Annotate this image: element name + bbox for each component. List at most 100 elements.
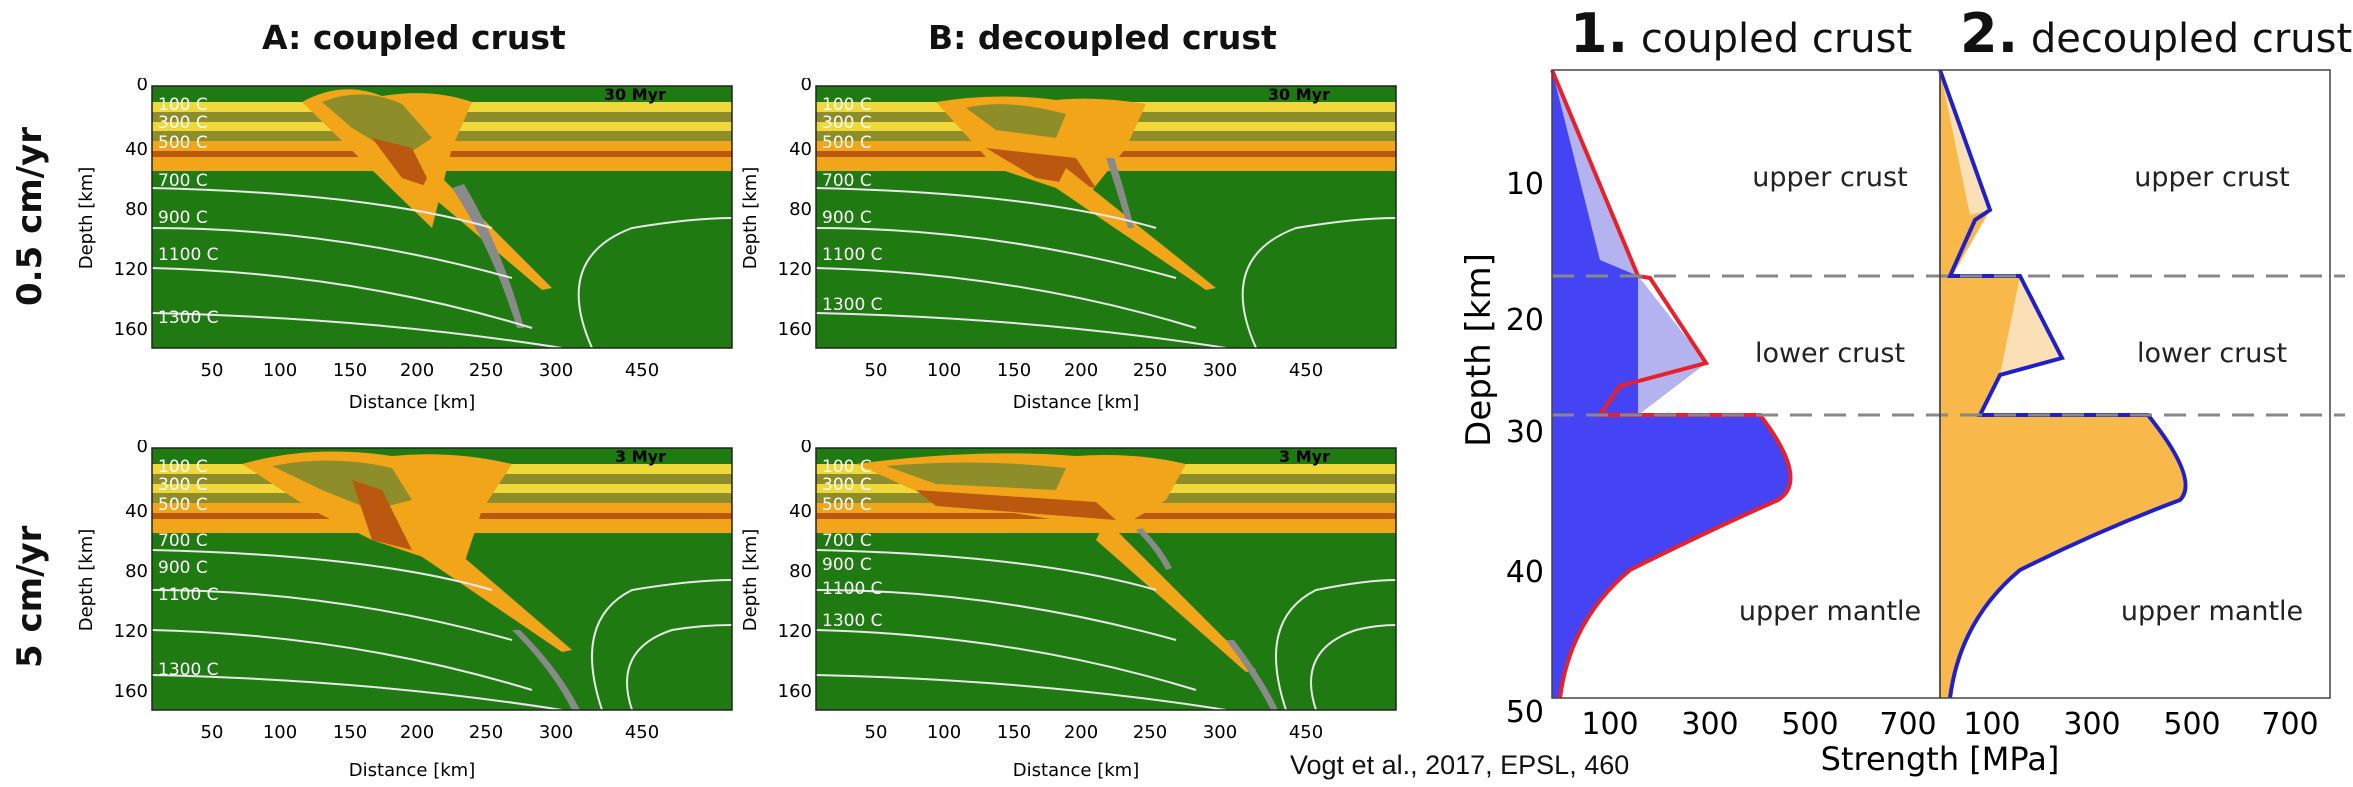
panel-coupled-slow: 30 Myr 100 C 300 C 500 C 700 C 900 C 110… xyxy=(76,78,733,413)
x-tick: 100 xyxy=(1963,707,2020,742)
y-tick: 0 xyxy=(801,440,812,457)
x-tick: 700 xyxy=(1879,707,1936,742)
x-axis-label: Distance [km] xyxy=(1013,392,1139,413)
y-axis-label: Depth [km] xyxy=(76,529,97,632)
citation: Vogt et al., 2017, EPSL, 460 xyxy=(1290,750,1630,780)
y-tick: 160 xyxy=(778,681,812,702)
isotherm-label: 100 C xyxy=(158,95,208,115)
y-tick: 30 xyxy=(1506,415,1544,450)
isotherm-label: 900 C xyxy=(822,555,872,575)
x-tick: 300 xyxy=(2063,707,2120,742)
y-tick: 80 xyxy=(125,561,148,582)
y-tick: 0 xyxy=(137,440,148,457)
x-tick: 50 xyxy=(201,360,224,381)
strength-title-decoupled: 2. decoupled crust xyxy=(1960,2,2352,65)
row-label-slow: 0.5 cm/yr xyxy=(10,127,50,306)
isotherm-label: 500 C xyxy=(158,495,208,515)
strength-title-coupled: 1. coupled crust xyxy=(1570,2,1912,65)
layer-label: upper mantle xyxy=(1739,596,1921,627)
layer-label: lower crust xyxy=(1755,338,1905,369)
title-number: 1. xyxy=(1570,2,1629,65)
y-tick: 120 xyxy=(114,259,148,280)
isotherm-label: 300 C xyxy=(158,113,208,133)
isotherm-label: 900 C xyxy=(158,208,208,228)
column-title-coupled: A: coupled crust xyxy=(262,18,566,57)
isotherm-label: 1100 C xyxy=(822,579,883,599)
x-tick: 450 xyxy=(625,722,659,743)
title-text: coupled crust xyxy=(1640,16,1913,62)
isotherm-label: 700 C xyxy=(822,531,872,551)
x-tick: 50 xyxy=(201,722,224,743)
x-tick: 150 xyxy=(997,360,1031,381)
panel-coupled-fast: 3 Myr 100 C 300 C 500 C 700 C 900 C 1100… xyxy=(76,440,733,780)
isotherm-label: 1300 C xyxy=(822,611,883,631)
isotherm-label: 900 C xyxy=(822,208,872,228)
x-tick: 300 xyxy=(1681,707,1738,742)
isotherm-label: 1100 C xyxy=(158,245,219,265)
isotherm-label: 700 C xyxy=(158,531,208,551)
y-axis-label: Depth [km] xyxy=(740,167,761,270)
x-tick: 250 xyxy=(469,722,503,743)
x-tick: 200 xyxy=(1064,360,1098,381)
panel-decoupled-fast: 3 Myr 100 C 300 C 500 C 700 C 900 C 1100… xyxy=(740,440,1397,780)
x-tick: 100 xyxy=(263,722,297,743)
x-axis-label: Distance [km] xyxy=(349,392,475,413)
y-tick: 50 xyxy=(1506,695,1544,730)
y-tick: 40 xyxy=(789,139,812,160)
x-tick: 700 xyxy=(2261,707,2318,742)
y-tick: 160 xyxy=(778,319,812,340)
time-label: 30 Myr xyxy=(1268,85,1330,104)
time-label: 3 Myr xyxy=(1279,447,1330,466)
y-tick: 0 xyxy=(137,78,148,95)
x-tick: 150 xyxy=(997,722,1031,743)
isotherm-label: 100 C xyxy=(822,457,872,477)
x-tick: 50 xyxy=(865,722,888,743)
y-tick: 80 xyxy=(789,561,812,582)
y-tick: 20 xyxy=(1506,303,1544,338)
x-tick: 100 xyxy=(927,360,961,381)
x-tick: 200 xyxy=(1064,722,1098,743)
row-label-fast: 5 cm/yr xyxy=(10,525,50,668)
x-tick: 100 xyxy=(927,722,961,743)
isotherm-label: 100 C xyxy=(158,457,208,477)
isotherm-label: 300 C xyxy=(158,475,208,495)
y-tick: 80 xyxy=(789,199,812,220)
x-axis-label: Strength [MPa] xyxy=(1821,740,2060,778)
x-axis-label: Distance [km] xyxy=(1013,760,1139,780)
isotherm-label: 1100 C xyxy=(822,245,883,265)
y-tick: 120 xyxy=(778,621,812,642)
x-tick: 250 xyxy=(1133,722,1167,743)
strength-profiles: upper crust lower crust upper mantle upp… xyxy=(1460,69,2345,778)
isotherm-label: 500 C xyxy=(822,495,872,515)
isotherm-label: 500 C xyxy=(158,133,208,153)
isotherm-label: 1300 C xyxy=(822,295,883,315)
y-tick: 120 xyxy=(778,259,812,280)
panel-decoupled-slow: 30 Myr 100 C 300 C 500 C 700 C 900 C 110… xyxy=(740,78,1397,413)
x-tick: 200 xyxy=(400,722,434,743)
y-tick: 160 xyxy=(114,319,148,340)
y-tick: 10 xyxy=(1506,167,1544,202)
x-tick: 300 xyxy=(539,722,573,743)
y-axis-label: Depth [km] xyxy=(1460,253,1499,447)
isotherm-label: 700 C xyxy=(158,171,208,191)
x-tick: 100 xyxy=(1581,707,1638,742)
layer-label: upper mantle xyxy=(2121,596,2303,627)
x-axis-label: Distance [km] xyxy=(349,760,475,780)
x-tick: 450 xyxy=(625,360,659,381)
x-tick: 300 xyxy=(539,360,573,381)
y-tick: 40 xyxy=(1506,555,1544,590)
x-tick: 150 xyxy=(333,722,367,743)
x-tick: 300 xyxy=(1203,722,1237,743)
x-tick: 250 xyxy=(1133,360,1167,381)
isotherm-label: 900 C xyxy=(158,558,208,578)
isotherm-label: 500 C xyxy=(822,133,872,153)
layer-label: lower crust xyxy=(2137,338,2287,369)
x-tick: 250 xyxy=(469,360,503,381)
x-tick: 450 xyxy=(1289,360,1323,381)
y-tick: 40 xyxy=(789,501,812,522)
y-axis-label: Depth [km] xyxy=(740,529,761,632)
layer-label: upper crust xyxy=(2134,162,2289,193)
isotherm-label: 100 C xyxy=(822,95,872,115)
title-number: 2. xyxy=(1960,2,2019,65)
column-title-decoupled: B: decoupled crust xyxy=(928,18,1277,57)
